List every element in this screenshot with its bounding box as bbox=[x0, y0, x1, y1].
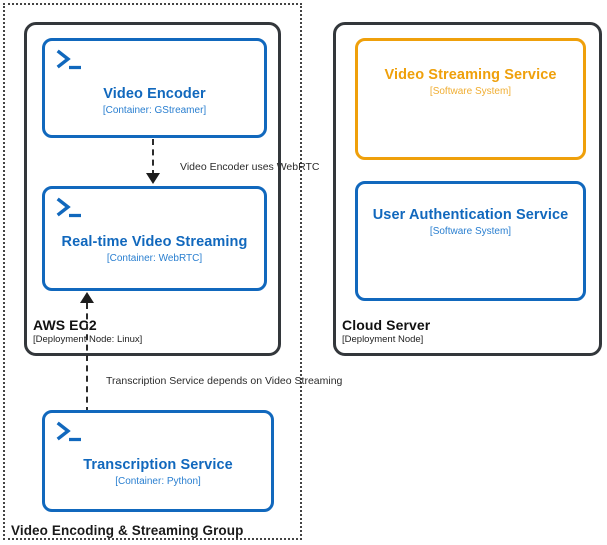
container-video-encoder-text: Video Encoder [Container: GStreamer] bbox=[45, 86, 264, 117]
container-realtime-video-streaming-text: Real-time Video Streaming [Container: We… bbox=[45, 234, 264, 265]
deployment-node-aws-ec2-title: AWS EC2 bbox=[33, 317, 97, 333]
software-system-video-streaming-service-title: Video Streaming Service bbox=[384, 67, 557, 83]
deployment-node-cloud-server-title: Cloud Server bbox=[342, 317, 431, 333]
relationship-label-transcription-streaming: Transcription Service depends on Video S… bbox=[106, 375, 343, 387]
container-transcription-service-subtitle: [Container: Python] bbox=[115, 476, 201, 487]
container-realtime-video-streaming[interactable]: Real-time Video Streaming [Container: We… bbox=[42, 186, 267, 291]
relationship-arrowhead-encoder-webrtc bbox=[146, 173, 160, 184]
deployment-node-cloud-server[interactable] bbox=[333, 22, 602, 356]
group-boundary-video-encoding-streaming[interactable] bbox=[3, 3, 302, 540]
relationship-label-encoder-webrtc: Video Encoder uses WebRTC bbox=[180, 161, 320, 173]
container-video-encoder-title: Video Encoder bbox=[103, 86, 206, 102]
software-system-video-streaming-service-subtitle: [Software System] bbox=[429, 86, 512, 97]
terminal-icon bbox=[55, 196, 85, 220]
container-realtime-video-streaming-subtitle: [Container: WebRTC] bbox=[106, 253, 203, 264]
group-boundary-label: Video Encoding & Streaming Group bbox=[11, 523, 244, 538]
relationship-line-encoder-webrtc bbox=[152, 139, 154, 176]
container-video-encoder-subtitle: [Container: GStreamer] bbox=[102, 105, 207, 116]
container-video-encoder[interactable]: Video Encoder [Container: GStreamer] bbox=[42, 38, 267, 138]
container-transcription-service-text: Transcription Service [Container: Python… bbox=[45, 457, 271, 488]
software-system-video-streaming-service-text: Video Streaming Service [Software System… bbox=[358, 67, 583, 98]
container-realtime-video-streaming-title: Real-time Video Streaming bbox=[61, 234, 248, 250]
software-system-video-streaming-service[interactable]: Video Streaming Service [Software System… bbox=[355, 38, 586, 160]
deployment-node-cloud-server-label: Cloud Server [Deployment Node] bbox=[342, 317, 430, 346]
relationship-line-transcription-streaming bbox=[86, 303, 88, 413]
software-system-user-authentication-service[interactable]: User Authentication Service [Software Sy… bbox=[355, 181, 586, 301]
terminal-icon bbox=[55, 420, 85, 444]
software-system-user-authentication-service-subtitle: [Software System] bbox=[429, 226, 512, 237]
terminal-icon bbox=[55, 48, 85, 72]
container-transcription-service-title: Transcription Service bbox=[83, 457, 233, 473]
software-system-user-authentication-service-text: User Authentication Service [Software Sy… bbox=[358, 207, 583, 238]
deployment-node-cloud-server-subtitle: [Deployment Node] bbox=[342, 334, 424, 345]
relationship-arrowhead-transcription-streaming bbox=[80, 292, 94, 303]
software-system-user-authentication-service-title: User Authentication Service bbox=[372, 207, 569, 223]
container-transcription-service[interactable]: Transcription Service [Container: Python… bbox=[42, 410, 274, 512]
deployment-node-aws-ec2[interactable] bbox=[24, 22, 281, 356]
